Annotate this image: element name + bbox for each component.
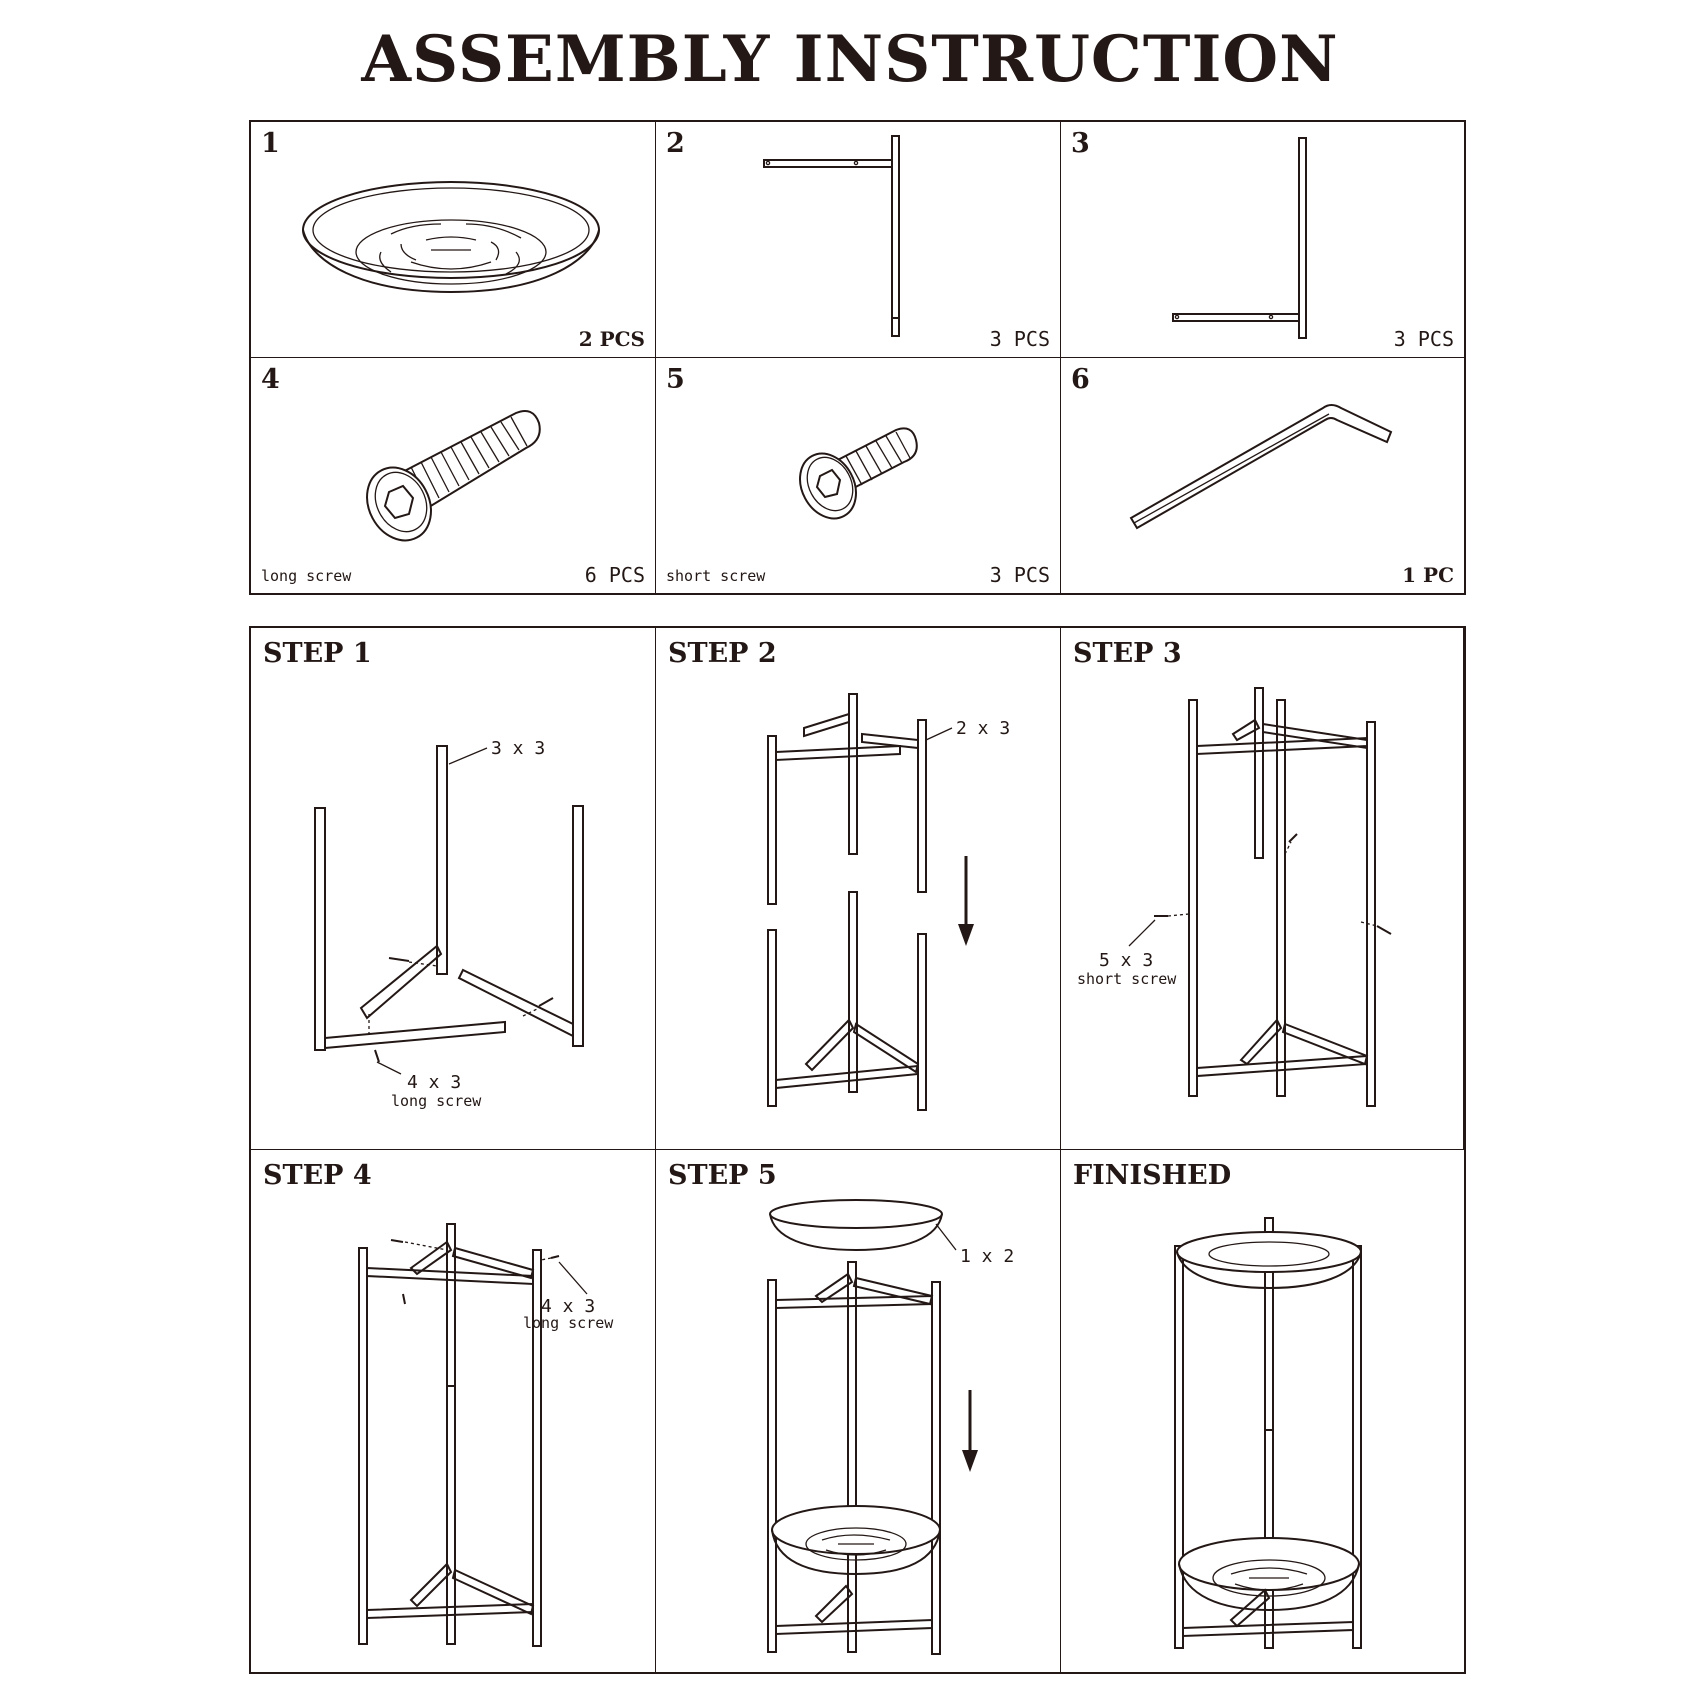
part-number: 4 [261, 364, 280, 395]
t-frame-icon [763, 135, 900, 337]
step-cell-finished: FINISHED [1061, 1150, 1464, 1672]
step-cell-4: STEP 4 4 x 3 long screw [251, 1150, 656, 1672]
step-cell-5: STEP 5 1 x 2 [656, 1150, 1061, 1672]
part-number: 6 [1071, 364, 1090, 395]
part-label: long screw [261, 567, 352, 585]
step-2-illustration: 2 x 3 [767, 693, 1010, 1111]
part-cell-3: 3 3 PCS [1061, 122, 1464, 358]
part-cell-1: 1 2 PCS [251, 122, 656, 358]
l-frame-icon [1172, 137, 1307, 339]
page-title: ASSEMBLY INSTRUCTION [361, 22, 1339, 97]
step-cell-2: STEP 2 2 x 3 [656, 628, 1061, 1150]
tray-icon [302, 181, 600, 294]
step-1-callout-screws: 4 x 3 [407, 1072, 461, 1093]
part-quantity: 1 PC [1402, 563, 1454, 587]
step-title: STEP 5 [668, 1160, 777, 1191]
step-title: STEP 2 [668, 638, 777, 669]
part-cell-4: 4 long screw 6 PCS [251, 358, 656, 593]
part-quantity: 3 PCS [989, 563, 1050, 587]
part-quantity: 3 PCS [989, 327, 1050, 351]
part-cell-6: 6 1 PC [1061, 358, 1464, 593]
step-2-callout-frames: 2 x 3 [956, 718, 1010, 739]
part-label: short screw [666, 567, 766, 585]
steps-grid: STEP 1 3 x 3 4 x 3 long screw STEP 2 [249, 626, 1466, 1674]
step-5-illustration: 1 x 2 [767, 1199, 1014, 1655]
long-screw-icon [366, 410, 541, 542]
step-3-callout-screws: 5 x 3 [1099, 950, 1153, 971]
finished-illustration [1174, 1217, 1362, 1649]
part-number: 2 [666, 128, 685, 159]
step-cell-1: STEP 1 3 x 3 4 x 3 long screw [251, 628, 656, 1150]
parts-grid: 1 2 PCS 2 3 PCS 3 3 PCS [249, 120, 1466, 595]
part-cell-2: 2 3 PCS [656, 122, 1061, 358]
step-1-callout-frames: 3 x 3 [491, 738, 545, 759]
part-quantity: 2 PCS [578, 327, 645, 351]
short-screw-icon [799, 427, 918, 520]
step-title: STEP 3 [1073, 638, 1182, 669]
part-number: 1 [261, 128, 280, 159]
part-quantity: 3 PCS [1393, 327, 1454, 351]
part-cell-5: 5 short screw 3 PCS [656, 358, 1061, 593]
step-title: FINISHED [1073, 1160, 1232, 1191]
step-3-callout-screw-type: short screw [1077, 970, 1177, 988]
part-number: 5 [666, 364, 685, 395]
step-4-callout-screws: 4 x 3 [541, 1296, 595, 1317]
step-4-callout-screw-type: long screw [523, 1314, 614, 1332]
step-1-callout-screw-type: long screw [391, 1092, 482, 1110]
step-title: STEP 1 [263, 638, 372, 669]
step-cell-3: STEP 3 5 x 3 short screw [1061, 628, 1464, 1150]
step-title: STEP 4 [263, 1160, 372, 1191]
step-4-illustration: 4 x 3 long screw [358, 1223, 614, 1647]
step-5-callout-trays: 1 x 2 [960, 1246, 1014, 1267]
step-3-illustration: 5 x 3 short screw [1077, 687, 1392, 1107]
part-number: 3 [1071, 128, 1090, 159]
hex-key-icon [1129, 404, 1393, 530]
step-1-illustration: 3 x 3 4 x 3 long screw [314, 738, 584, 1110]
part-quantity: 6 PCS [584, 563, 645, 587]
